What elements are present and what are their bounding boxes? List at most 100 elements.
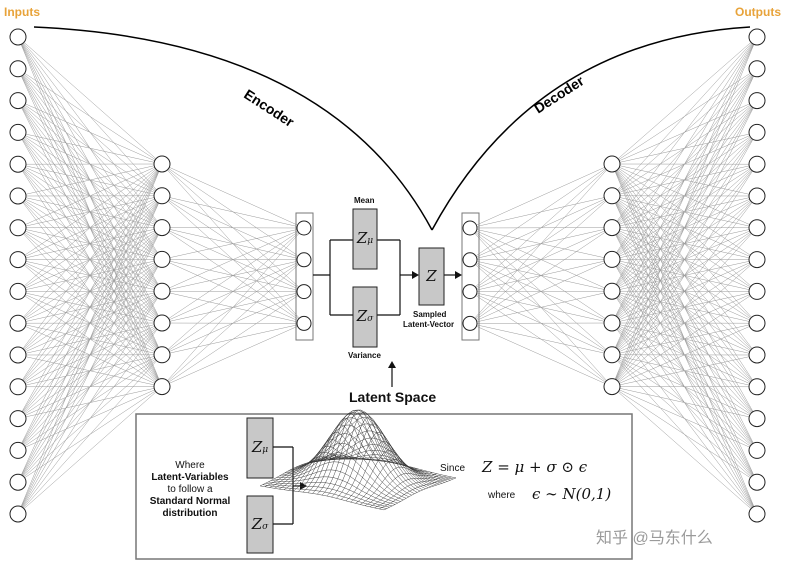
output-node [748,219,766,237]
edge-input-hidden [17,291,163,515]
panel-z-sigma-box [246,495,274,554]
mesh-line [298,409,423,491]
gaussian-surface-mesh [259,409,457,511]
panel-z-mu-label: Zμ [251,438,269,456]
inputs-label: Inputs [4,5,40,19]
arrowhead-to-decoder [455,271,462,279]
edge-input-hidden [17,163,163,419]
input-node [9,219,27,237]
output-node [748,28,766,46]
note-line-3: to follow a [167,484,213,495]
output-node [748,282,766,300]
edge-bottleneck-hidden [469,323,613,387]
z-sampled-box [418,247,445,306]
edge-input-hidden [17,163,163,356]
encoder-bottleneck-frame [295,212,314,341]
decoder-hidden-node [603,314,621,332]
decoder-hidden-node [603,187,621,205]
mesh-line [312,437,437,486]
edge-hidden-output [611,36,758,355]
edge-hidden-output [611,259,758,387]
edge-hidden-output [611,100,758,387]
edge-bottleneck-hidden [469,195,613,324]
encoder-hidden-node [153,250,171,268]
decoder-hidden-node [603,282,621,300]
outputs-label: Outputs [735,5,781,19]
mesh-line [360,466,433,505]
decoder-bottleneck-node [462,220,478,236]
edge-hidden-output [611,36,758,165]
z-sampled-label: Z [426,267,437,285]
decoder-bottleneck-frame [461,212,480,341]
mesh-line [326,455,451,481]
encoder-bottleneck-node [296,220,312,236]
encoder-hidden-node [153,346,171,364]
sampled-label-line2: Latent-Vector [403,320,455,329]
edge-hidden-output [611,291,758,387]
encoder-hidden-node [153,219,171,237]
decoder-hidden-node [603,250,621,268]
mesh-line [340,432,414,500]
edge-input-hidden [17,100,163,165]
input-node [9,155,27,173]
edge-input-hidden [17,163,163,515]
edge-hidden-output [611,36,758,292]
encoder-to-latent-connector [313,239,353,316]
edge-input-hidden [17,163,163,197]
input-node [9,60,27,78]
encoder-bottleneck-node [296,315,312,331]
decoder-hidden-node [603,346,621,364]
edge-hidden-output [611,36,758,228]
edge-hidden-output [611,322,758,387]
latent-to-sampled-connector [377,239,413,316]
edge-hidden-output [611,164,758,387]
edge-hidden-bottleneck [161,323,305,387]
encoder-hidden-node [153,314,171,332]
input-node [9,314,27,332]
sampled-label-line1: Sampled [413,310,447,319]
edge-input-hidden [17,132,163,165]
edge-hidden-output [611,354,758,387]
edge-hidden-bottleneck [161,163,305,229]
since-label: Since [440,463,466,474]
output-node [748,505,766,523]
edge-hidden-output [611,36,758,387]
edge-input-hidden [17,163,163,483]
output-node [748,60,766,78]
mesh-line [331,416,404,498]
edge-hidden-output [611,195,758,387]
output-node [748,346,766,364]
explanation-panel [135,413,633,560]
note-line-2: Latent-Variables [151,472,229,483]
edge-bottleneck-hidden [469,163,613,261]
edge-input-hidden [17,163,163,324]
z-sigma-label: Zσ [356,307,374,325]
latent-distribution-note: Where Latent-Variables to follow a Stand… [140,460,240,520]
note-line-4: Standard Normal [149,496,231,507]
encoder-bottleneck-node [296,252,312,268]
input-node [9,92,27,110]
mesh-line [369,474,442,507]
mean-label: Mean [354,196,375,205]
mesh-line [326,412,399,497]
latent-space-label: Latent Space [349,389,437,405]
input-node [9,505,27,523]
encoder-bottleneck-node [296,284,312,300]
edge-hidden-bottleneck [161,291,305,387]
edge-input-hidden [17,163,163,229]
edge-hidden-output [611,227,758,387]
input-node [9,187,27,205]
z-sigma-box [352,286,378,348]
edge-input-hidden [17,227,163,515]
input-node [9,473,27,491]
input-node [9,282,27,300]
edge-hidden-bottleneck [161,227,305,324]
edge-bottleneck-hidden [469,259,613,324]
encoder-hidden-node [153,155,171,173]
encoder-hidden-node [153,187,171,205]
since-equation: Z = μ + σ ⊙ ϵ [482,458,588,476]
mesh-line [364,473,437,506]
mesh-line [374,475,447,509]
panel-z-mu-box [246,417,274,479]
where-label: where [488,490,516,501]
